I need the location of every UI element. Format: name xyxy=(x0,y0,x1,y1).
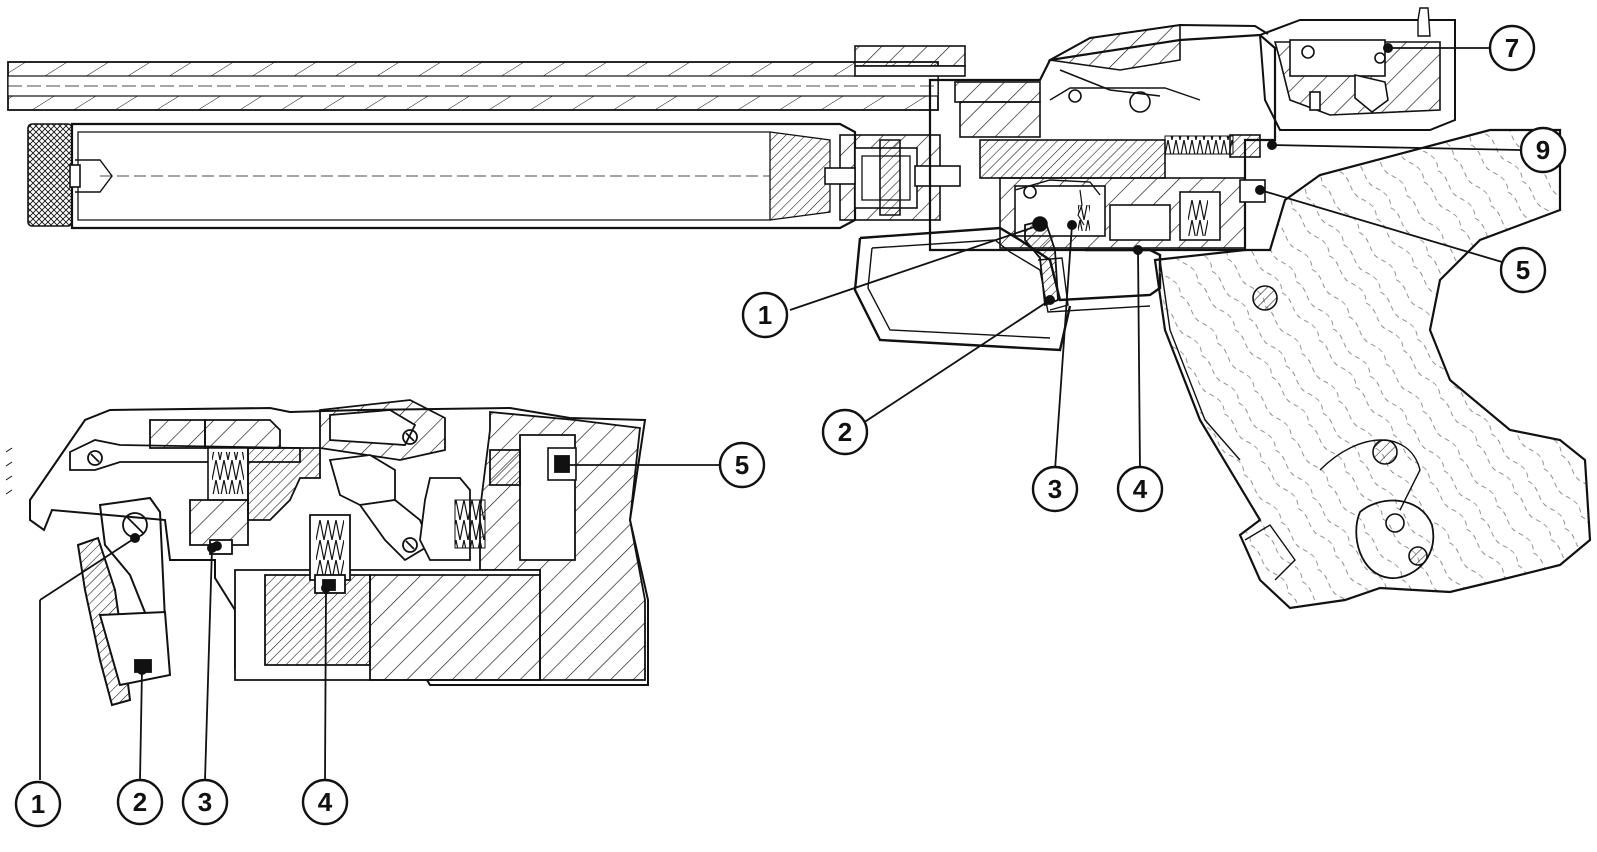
callout-label: 7 xyxy=(1505,33,1519,63)
leader-m1 xyxy=(789,224,1041,311)
leader-d3 xyxy=(204,547,213,781)
trigger-guard xyxy=(853,226,1162,352)
leader-m9 xyxy=(1271,144,1521,151)
callout-main-5: 5 xyxy=(1499,246,1547,294)
leader-d4 xyxy=(324,589,327,781)
callout-detail-1: 1 xyxy=(14,780,62,828)
rear-sight xyxy=(1258,7,1456,131)
callout-label: 1 xyxy=(758,300,772,330)
leader-m3 xyxy=(1054,224,1073,471)
callouts: 1 2 3 4 5 7 9 1 xyxy=(14,24,1567,828)
callout-main-7: 7 xyxy=(1488,24,1536,72)
callout-label: 1 xyxy=(31,789,45,819)
callout-detail-3: 3 xyxy=(181,778,229,826)
callout-label: 9 xyxy=(1536,135,1550,165)
detail-view xyxy=(5,399,649,707)
leader-m2 xyxy=(859,299,1051,426)
callout-main-3: 3 xyxy=(1031,465,1079,513)
callout-main-9: 9 xyxy=(1519,126,1567,174)
leader-d1b xyxy=(39,537,136,601)
callout-label: 3 xyxy=(198,787,212,817)
callout-label: 2 xyxy=(133,787,147,817)
callout-label: 4 xyxy=(318,787,333,817)
main-view xyxy=(7,7,1592,610)
leader-m5 xyxy=(1259,189,1503,263)
end-cap-knurled xyxy=(27,123,73,227)
callout-label: 2 xyxy=(838,417,852,447)
grip xyxy=(1153,128,1592,610)
callout-detail-4: 4 xyxy=(301,778,349,826)
barrel xyxy=(7,45,966,111)
callout-label: 5 xyxy=(735,450,749,480)
callout-main-2: 2 xyxy=(821,408,869,456)
air-cylinder xyxy=(27,122,857,230)
callout-main-4: 4 xyxy=(1116,465,1164,513)
callout-label: 4 xyxy=(1133,474,1148,504)
leader-m4 xyxy=(1137,249,1141,471)
callout-detail-5: 5 xyxy=(718,441,766,489)
callout-detail-2: 2 xyxy=(116,778,164,826)
callout-label: 5 xyxy=(1516,255,1530,285)
leader-d2 xyxy=(139,669,143,781)
valve-block xyxy=(824,134,961,221)
action-housing xyxy=(928,23,1277,252)
leader-lines xyxy=(39,43,1521,781)
callout-label: 3 xyxy=(1048,474,1062,504)
callout-main-1: 1 xyxy=(741,291,789,339)
